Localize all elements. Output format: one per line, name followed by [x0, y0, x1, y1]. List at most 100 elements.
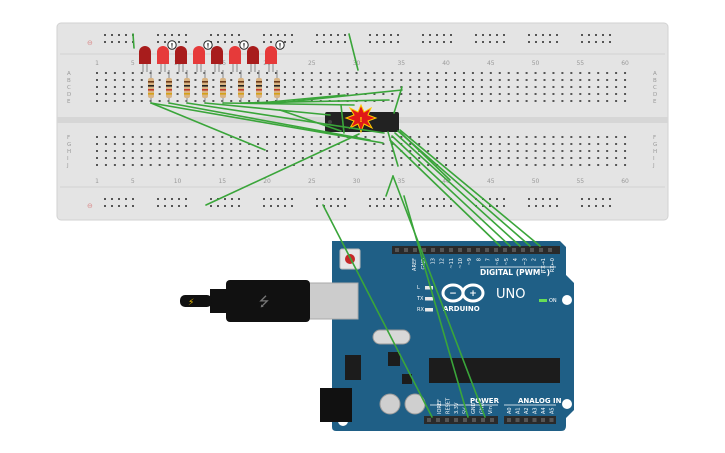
jumper-wire[interactable]	[322, 204, 433, 418]
jumper-wire[interactable]	[340, 104, 345, 134]
jumper-wire[interactable]	[186, 102, 385, 134]
led[interactable]	[193, 46, 205, 64]
header-pin	[472, 418, 476, 422]
rail-hole	[581, 198, 583, 200]
jumper-wire[interactable]	[132, 33, 135, 49]
breadboard-hole	[588, 86, 591, 88]
jumper-wire[interactable]	[394, 132, 521, 247]
column-number: 50	[532, 60, 540, 67]
resistor-band	[166, 89, 172, 91]
breadboard-hole	[96, 150, 98, 152]
header-pin	[440, 248, 444, 252]
breadboard-hole	[516, 72, 519, 74]
pin-label: 8	[476, 258, 482, 261]
pin-label: ~3	[522, 258, 528, 265]
rail-hole	[436, 41, 438, 43]
jumper-wire[interactable]	[150, 102, 384, 144]
breadboard-hole	[248, 157, 251, 159]
breadboard-hole	[149, 143, 152, 145]
breadboard-hole	[122, 79, 125, 81]
usb-cable[interactable]: ⭍ ⚡	[180, 280, 310, 322]
breadboard-hole	[624, 150, 627, 152]
jumper-wire[interactable]	[392, 175, 486, 418]
rail-hole	[556, 205, 558, 207]
rail-hole	[337, 198, 339, 200]
led[interactable]	[175, 46, 187, 64]
jumper-wire[interactable]	[399, 129, 541, 247]
led[interactable]	[139, 46, 151, 64]
led[interactable]	[211, 46, 223, 64]
header-pin	[431, 248, 435, 252]
breadboard-hole	[409, 86, 412, 88]
jumper-wire[interactable]	[391, 135, 511, 247]
jumper-wire[interactable]	[348, 33, 359, 71]
led-warning-icon[interactable]	[275, 40, 285, 50]
pin-label: RX←0	[550, 258, 556, 272]
breadboard-hole	[239, 136, 242, 138]
rail-hole	[535, 205, 537, 207]
breadboard-hole	[471, 86, 474, 88]
led-warning-text: !	[243, 42, 246, 50]
rail-hole	[337, 205, 339, 207]
rail-hole	[475, 34, 477, 36]
led[interactable]	[265, 46, 277, 64]
led-warning-icon[interactable]	[203, 40, 213, 50]
rail-hole	[549, 41, 551, 43]
jumper-wire[interactable]	[150, 102, 266, 151]
jumper-wire[interactable]	[205, 133, 360, 206]
jumper-wire[interactable]	[276, 89, 403, 104]
breadboard-hole	[194, 157, 197, 159]
rail-hole	[535, 41, 537, 43]
breadboard-hole	[382, 136, 385, 138]
breadboard-hole	[391, 72, 394, 74]
jumper-wire[interactable]	[279, 109, 342, 132]
rail-hole	[503, 198, 505, 200]
breadboard-hole	[418, 93, 421, 95]
jumper-wire[interactable]	[258, 94, 346, 104]
jumper-wire[interactable]	[168, 102, 371, 141]
jumper-wires[interactable]	[132, 33, 541, 418]
breadboard-hole	[364, 72, 367, 74]
pin-label: A0	[507, 407, 513, 414]
pin-label: GND	[471, 402, 477, 414]
shift-register-chip[interactable]: !	[325, 103, 399, 134]
breadboard-hole	[579, 79, 582, 81]
led-warning-icon[interactable]	[167, 40, 177, 50]
led-warning-text: !	[279, 42, 282, 50]
breadboard-hole	[534, 157, 537, 159]
resistor-band	[148, 93, 154, 95]
rail-hole	[337, 41, 339, 43]
breadboard-hole	[391, 157, 394, 159]
jumper-wire[interactable]	[204, 102, 331, 116]
breadboard-hole	[427, 164, 430, 166]
jumper-wire[interactable]	[389, 139, 501, 247]
led[interactable]	[247, 46, 259, 64]
led[interactable]	[157, 46, 169, 64]
jumper-wire[interactable]	[387, 131, 399, 167]
small-chip	[388, 352, 400, 366]
jumper-wire[interactable]	[399, 131, 451, 181]
breadboard-hole	[516, 79, 519, 81]
rail-hole	[118, 34, 120, 36]
breadboard-hole	[498, 93, 501, 95]
breadboard-hole	[310, 86, 313, 88]
breadboard-hole	[507, 136, 510, 138]
led[interactable]	[229, 46, 241, 64]
led-warning-icon[interactable]	[239, 40, 249, 50]
rail-hole	[556, 41, 558, 43]
breadboard-hole	[525, 100, 528, 102]
resistor-band	[256, 89, 262, 91]
breadboard-hole	[149, 150, 152, 152]
jumper-wire[interactable]	[393, 86, 403, 114]
breadboard-hole	[96, 93, 98, 95]
rail-hole	[390, 205, 392, 207]
breadboard-hole	[194, 86, 197, 88]
jumper-wire[interactable]	[385, 175, 394, 197]
pin-label: ~5	[504, 258, 510, 265]
breadboard-hole	[480, 136, 483, 138]
breadboard-hole	[96, 157, 98, 159]
analog-in-label: ANALOG IN	[518, 397, 562, 405]
breadboard-hole	[176, 100, 179, 102]
